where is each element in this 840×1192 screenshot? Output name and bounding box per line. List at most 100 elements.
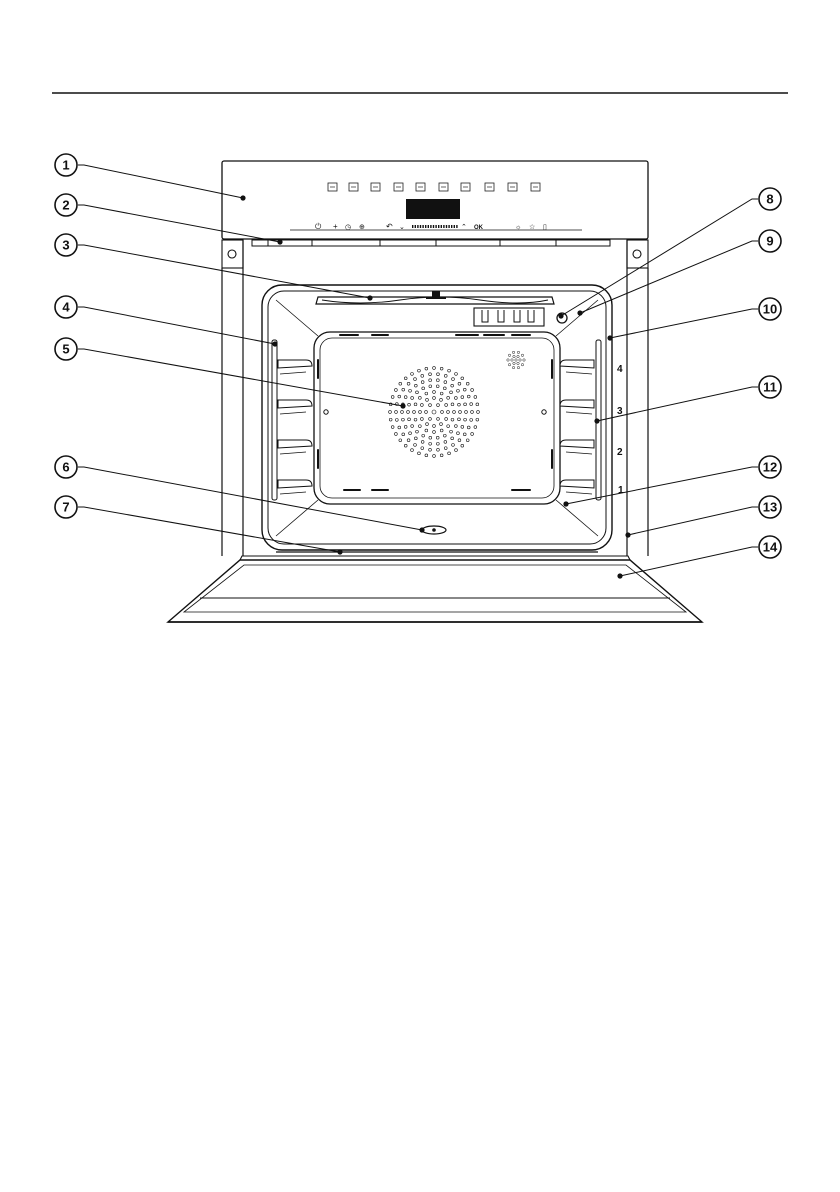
vent-hole — [513, 362, 515, 364]
callout-dot-10 — [607, 335, 612, 340]
callout-leader-1 — [78, 165, 243, 198]
fan-hole — [391, 426, 394, 429]
plus-icon[interactable]: + — [333, 222, 338, 231]
power-icon[interactable]: ⏻ — [315, 222, 322, 231]
fan-hole — [452, 378, 455, 381]
slider-step[interactable] — [448, 225, 449, 228]
fan-hole — [452, 444, 455, 447]
back-icon[interactable]: ↶ — [386, 222, 393, 231]
callout-label-4: 4 — [62, 300, 70, 315]
vent-hole — [507, 359, 509, 361]
fan-hole — [411, 397, 414, 400]
ok-button[interactable]: OK — [474, 225, 484, 231]
fan-hole — [425, 392, 428, 395]
fan-hole — [429, 418, 432, 421]
slider-step[interactable] — [438, 225, 439, 228]
slider-step[interactable] — [454, 225, 455, 228]
vent-hole — [521, 364, 523, 366]
fan-hole — [443, 387, 446, 390]
fan-hole — [466, 439, 469, 442]
vent-hole — [508, 354, 510, 356]
slider-step[interactable] — [415, 225, 416, 228]
fan-hole — [398, 426, 401, 429]
door-icon[interactable]: ▯ — [543, 224, 547, 231]
slider-step[interactable] — [451, 225, 452, 228]
fan-hole — [454, 397, 457, 400]
fan-hole — [458, 439, 461, 442]
fan-hole — [466, 382, 469, 385]
fan-hole — [467, 426, 470, 429]
fan-hole — [436, 379, 439, 382]
fan-cover — [389, 367, 480, 458]
fan-hole — [404, 444, 407, 447]
fan-hub — [432, 410, 436, 414]
fan-hole — [433, 397, 436, 400]
favourites-icon[interactable]: ☆ — [529, 223, 535, 231]
fan-hole — [429, 442, 432, 445]
oven-door — [168, 556, 702, 622]
light-icon[interactable]: ☼ — [515, 224, 521, 231]
fan-hole — [461, 444, 464, 447]
fan-hole — [402, 418, 405, 421]
fan-hole — [440, 429, 443, 432]
callout-label-12: 12 — [763, 460, 777, 475]
fan-hole — [464, 403, 467, 406]
fan-hole — [425, 367, 428, 370]
slider-step[interactable] — [417, 225, 418, 228]
fan-hole — [433, 455, 436, 458]
slider-step[interactable] — [422, 225, 423, 228]
slider-step[interactable] — [456, 225, 457, 228]
fan-hole — [395, 411, 398, 414]
slider-step[interactable] — [443, 225, 444, 228]
fan-hole — [407, 439, 410, 442]
fan-hole — [474, 396, 477, 399]
fan-hole — [474, 426, 477, 429]
fan-hole — [471, 389, 474, 392]
oven-cavity — [262, 285, 612, 552]
right-runner-rail — [566, 372, 592, 374]
fan-hole — [389, 418, 392, 421]
fan-hole — [407, 411, 410, 414]
chevron-down-icon[interactable]: ⌄ — [399, 224, 405, 231]
slider-step[interactable] — [441, 225, 442, 228]
timer-icon[interactable]: ◷ — [345, 224, 351, 231]
right-runner-rail — [566, 452, 592, 454]
slider-step[interactable] — [446, 225, 447, 228]
fan-hole — [457, 432, 460, 435]
callout-leader-12 — [566, 467, 758, 504]
vent-hole — [512, 351, 514, 353]
fan-hole — [450, 391, 453, 394]
chevron-up-icon[interactable]: ⌃ — [461, 223, 467, 231]
left-side-runners — [278, 360, 312, 494]
fan-hole — [426, 423, 429, 426]
slider-step[interactable] — [428, 225, 429, 228]
fan-hole — [420, 418, 423, 421]
slider-step[interactable] — [412, 225, 413, 228]
fan-hole — [470, 403, 473, 406]
fan-hole — [437, 418, 440, 421]
fan-hole — [389, 411, 392, 414]
fan-hole — [437, 404, 440, 407]
fan-hole — [433, 431, 436, 434]
fan-hole — [419, 411, 422, 414]
fan-hole — [404, 425, 407, 428]
fan-hole — [421, 374, 424, 377]
callout-dot-14 — [617, 573, 622, 578]
memory-icon[interactable]: ⊕ — [359, 224, 365, 231]
fan-hole — [425, 411, 428, 414]
slider-step[interactable] — [430, 225, 431, 228]
vent-hole — [517, 366, 519, 368]
fan-hole — [440, 454, 443, 457]
fan-hole — [429, 373, 432, 376]
fan-hole — [414, 437, 417, 440]
probe-socket — [422, 526, 446, 534]
slider-step[interactable] — [425, 225, 426, 228]
fan-hole — [461, 425, 464, 428]
vent-hole — [517, 362, 519, 364]
slider-step[interactable] — [420, 225, 421, 228]
vent-hole — [515, 359, 517, 361]
slider-step[interactable] — [433, 225, 434, 228]
fan-hole — [447, 425, 450, 428]
slider-step[interactable] — [435, 225, 436, 228]
fan-hole — [404, 377, 407, 380]
